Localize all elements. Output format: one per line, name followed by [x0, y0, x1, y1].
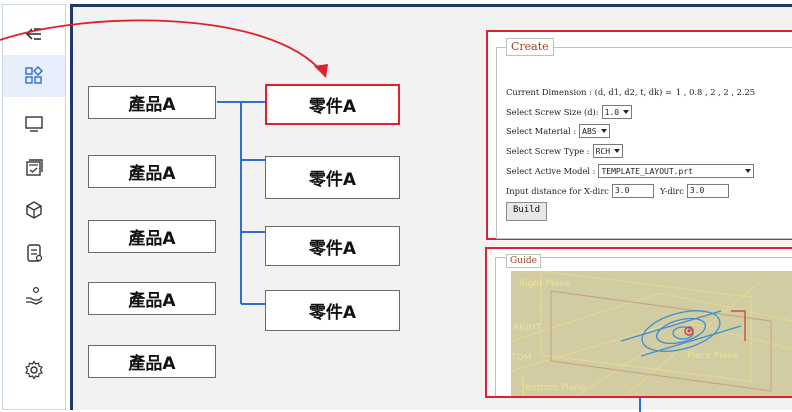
product-box[interactable]: 產品A — [88, 282, 216, 315]
guide-legend: Guide — [506, 254, 541, 268]
part-label: 零件A — [308, 170, 357, 190]
rail-item-apps[interactable] — [3, 55, 65, 97]
create-legend: Create — [506, 38, 554, 56]
product-box[interactable]: 產品A — [88, 220, 216, 253]
part-box[interactable]: 零件A — [265, 290, 400, 331]
place-plane-label: Place Plane — [687, 351, 739, 361]
product-label: 產品A — [128, 229, 176, 249]
guide-panel: Guide Rig — [485, 247, 792, 398]
screw-type-label: Select Screw Type : — [506, 146, 590, 156]
current-dimension-value: 1 , 0.8 , 2 , 2 , 2.25 — [675, 87, 756, 97]
build-button[interactable]: Build — [506, 202, 548, 221]
material-row: Select Material : ABS — [506, 124, 610, 138]
part-label: 零件A — [308, 97, 357, 117]
screw-size-value: 1.0 — [604, 107, 620, 117]
callout-arrow — [0, 19, 323, 73]
screw-size-row: Select Screw Size (d): 1.0 — [506, 105, 633, 119]
bottom-label: TOM — [511, 353, 532, 363]
create-fieldset — [496, 47, 792, 239]
cube-icon — [26, 201, 42, 219]
document-list-icon — [27, 244, 43, 262]
rail-item-settings[interactable] — [3, 351, 65, 389]
rail-item-payments[interactable] — [3, 277, 65, 315]
product-label: 產品A — [128, 354, 176, 374]
product-box[interactable]: 產品A — [88, 155, 216, 188]
rail-item-cube[interactable] — [3, 191, 65, 229]
product-box[interactable]: 產品A — [88, 86, 216, 119]
current-dimension-row: Current Dimension : (d, d1, d2, t, dk) =… — [506, 87, 755, 97]
y-dist-input[interactable]: 3.0 — [686, 184, 729, 198]
chevron-down-icon — [623, 110, 630, 114]
create-panel: Create Current Dimension : (d, d1, d2, t… — [486, 30, 792, 240]
screw-size-label: Select Screw Size (d): — [506, 107, 599, 117]
gear-icon — [25, 360, 43, 380]
material-select[interactable]: ABS — [579, 124, 610, 138]
x-dist-input[interactable]: 3.0 — [611, 184, 654, 198]
product-label: 產品A — [128, 95, 176, 115]
collapse-sidebar-icon — [25, 28, 41, 40]
y-dist-label: Y-dirc — [659, 186, 684, 196]
apps-grid-icon — [25, 66, 43, 84]
part-box-selected[interactable]: 零件A — [265, 84, 400, 125]
product-box[interactable]: 產品A — [88, 345, 216, 378]
callout-arrowhead — [314, 64, 328, 78]
guide-fieldset — [495, 257, 792, 396]
guide-model-image: Right Plane RIGHT TOM Place Plane Bottom… — [511, 271, 792, 396]
material-value: ABS — [582, 126, 597, 136]
screw-type-value: RCH — [595, 146, 611, 156]
active-model-value: TEMPLATE_LAYOUT.prt — [601, 166, 693, 176]
active-model-row: Select Active Model : TEMPLATE_LAYOUT.pr… — [506, 164, 755, 178]
hand-coin-icon — [26, 286, 43, 305]
collapse-sidebar-button[interactable] — [3, 15, 65, 53]
rail-item-monitor[interactable] — [3, 105, 65, 143]
product-label: 產品A — [128, 291, 176, 311]
rail-item-documents[interactable] — [3, 234, 65, 272]
part-label: 零件A — [308, 238, 357, 259]
screw-type-select[interactable]: RCH — [592, 144, 624, 158]
tasks-icon — [26, 159, 43, 176]
screw-type-row: Select Screw Type : RCH — [506, 144, 624, 158]
active-model-select[interactable]: TEMPLATE_LAYOUT.prt — [598, 164, 755, 178]
monitor-icon — [25, 116, 43, 132]
right-plane-label: Right Plane — [519, 279, 571, 289]
rail-item-tasks[interactable] — [3, 148, 65, 186]
product-label: 產品A — [128, 164, 176, 184]
active-model-label: Select Active Model : — [506, 166, 596, 176]
right-label: RIGHT — [513, 323, 542, 333]
distance-row: Input distance for X-dirc 3.0 Y-dirc 3.0 — [506, 184, 729, 198]
cad-model-illustration — [511, 271, 792, 396]
icon-sidebar — [2, 4, 66, 410]
x-dist-label: Input distance for X-dirc — [506, 186, 609, 196]
chevron-down-icon — [745, 169, 752, 173]
bottom-plane-label: Bottom Plane — [525, 383, 586, 393]
part-box[interactable]: 零件A — [265, 226, 400, 266]
part-box[interactable]: 零件A — [265, 156, 400, 199]
part-label: 零件A — [308, 303, 357, 323]
chevron-down-icon — [614, 149, 621, 153]
chevron-down-icon — [600, 129, 607, 133]
material-label: Select Material : — [506, 126, 577, 136]
current-dimension-label: Current Dimension : (d, d1, d2, t, dk) = — [506, 87, 672, 97]
screw-size-select[interactable]: 1.0 — [601, 105, 633, 119]
